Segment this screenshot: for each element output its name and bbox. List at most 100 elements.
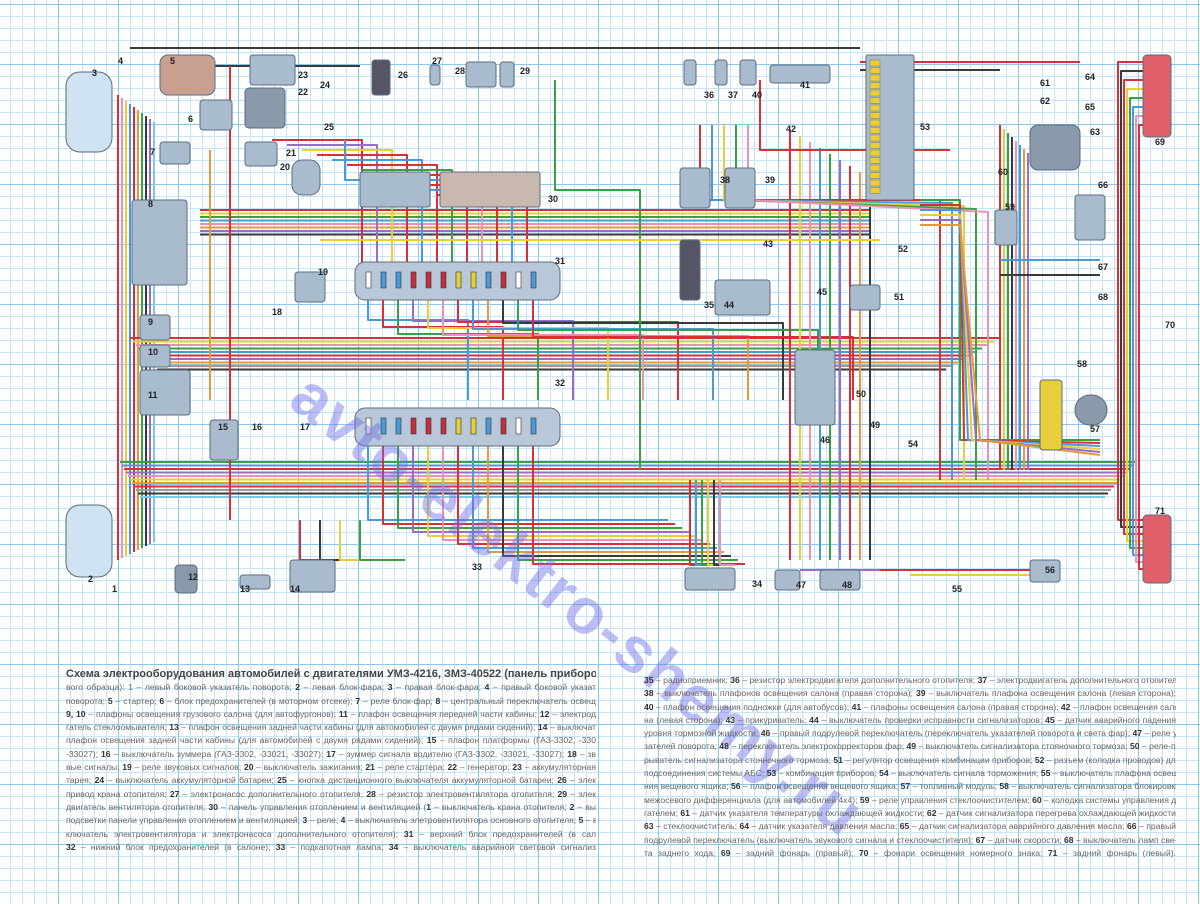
caption-line: 35 – радиоприемник; 36 – резистор электр…: [644, 675, 1176, 685]
connector-pin: [869, 97, 881, 104]
component-label-38: 38: [720, 175, 730, 185]
caption-line: плафон освещения задней части кабины (дл…: [66, 735, 596, 746]
caption-line: на (левая сторона); 43 – прикуриватель; …: [644, 714, 1176, 725]
wire-purple: [412, 300, 574, 400]
fuse: [380, 271, 387, 289]
component-label-52: 52: [898, 244, 908, 254]
caption-line: 63 – стеклоочиститель; 64 – датчик указа…: [644, 821, 1176, 832]
battery: [249, 54, 296, 86]
fuse: [380, 417, 387, 435]
component-label-59: 59: [1005, 202, 1015, 212]
wire-red: [347, 164, 438, 262]
fuse: [425, 417, 432, 435]
connector-pin: [869, 172, 881, 179]
component-label-71: 71: [1155, 506, 1165, 516]
caption-line: ния вещевого ящика; 56 – плафон освещени…: [644, 781, 1176, 792]
headlight-relay: [159, 141, 191, 165]
wire-pink: [1135, 115, 1145, 563]
warning-test-switch: [714, 279, 771, 316]
connector-pin: [869, 164, 881, 172]
fuse: [455, 271, 462, 289]
wire-yellow: [427, 445, 696, 537]
fan-motor-29: [499, 61, 515, 88]
wire-red: [759, 80, 950, 151]
component-label-55: 55: [952, 584, 962, 594]
glovebox-lamp: [1029, 559, 1061, 583]
fuel-module: [1074, 394, 1108, 426]
cargo-lamp-10: [139, 344, 171, 368]
caption-right: 35 – радиоприемник; 36 – резистор электр…: [644, 674, 1176, 860]
component-label-41: 41: [800, 80, 810, 90]
fuse: [515, 271, 522, 289]
caption-left: Схема электрооборудования автомобилей с …: [66, 668, 596, 854]
wire-red: [457, 300, 679, 400]
wiper-relay: [994, 209, 1018, 246]
light-switch: [131, 199, 188, 286]
caption-line: подсоединения системы АБС; 53 – комбинац…: [644, 768, 1176, 779]
wire-red: [317, 154, 408, 262]
component-label-12: 12: [188, 572, 198, 582]
starter: [159, 54, 216, 96]
caption-line: вые сигналы; 19 – реле звуковых сигналов…: [66, 762, 596, 773]
connector-pin: [869, 59, 881, 67]
fuse: [485, 271, 492, 289]
caption-line: подсветки панели управления отоплением и…: [66, 815, 596, 826]
wire-red: [532, 445, 745, 565]
caption-line: 40 – плафон освещения подножки (для авто…: [644, 701, 1176, 712]
component-label-62: 62: [1040, 96, 1050, 106]
component-label-46: 46: [820, 435, 830, 445]
wire-red: [1123, 79, 1145, 535]
component-label-54: 54: [908, 439, 918, 449]
fuse: [425, 271, 432, 289]
connector-pin: [869, 179, 881, 187]
connector-pin: [869, 89, 881, 97]
wire-pink: [747, 125, 989, 480]
component-label-42: 42: [786, 124, 796, 134]
component-label-17: 17: [300, 422, 310, 432]
component-label-48: 48: [842, 580, 852, 590]
fuse: [500, 271, 507, 289]
right-rear-light: [1142, 54, 1172, 138]
component-label-70: 70: [1165, 320, 1175, 330]
caption-line: поворота; 5 – стартер; 6 – блок предохра…: [66, 695, 596, 706]
component-label-18: 18: [272, 307, 282, 317]
connector-pin: [869, 112, 881, 119]
cabin-lamp: [139, 369, 191, 416]
component-label-24: 24: [320, 80, 330, 90]
fuse: [365, 417, 372, 435]
interior-switch-38: [679, 167, 711, 209]
rear-cabin-lamp: [239, 574, 271, 590]
connector-pin: [869, 149, 881, 157]
component-label-27: 27: [432, 56, 442, 66]
component-label-16: 16: [252, 422, 262, 432]
dimmer: [849, 284, 881, 311]
component-label-23: 23: [298, 70, 308, 80]
wire-yellow: [302, 149, 393, 262]
starter-relay: [244, 141, 278, 167]
wire-black: [319, 520, 355, 561]
component-label-45: 45: [817, 287, 827, 297]
component-label-39: 39: [765, 175, 775, 185]
component-label-47: 47: [796, 580, 806, 590]
heater-control-panel: [439, 171, 541, 208]
wire-blue: [711, 125, 953, 480]
wire-red: [532, 300, 854, 400]
fuse: [365, 271, 372, 289]
caption-line: ключатель электровентилятора и электрона…: [66, 828, 596, 839]
wire-green: [517, 445, 738, 561]
headlight-corrector-switch: [819, 569, 861, 591]
horn-relay: [294, 271, 326, 303]
fuse: [515, 417, 522, 435]
component-label-57: 57: [1090, 424, 1100, 434]
connector-pin: [869, 134, 881, 142]
turn-relay: [774, 569, 801, 591]
components: [65, 54, 1172, 594]
connector-pin: [869, 127, 881, 134]
fuse: [455, 417, 462, 435]
left-headlight: [65, 504, 113, 578]
component-label-22: 22: [298, 87, 308, 97]
component-label-66: 66: [1098, 180, 1108, 190]
interior-switch-39: [724, 167, 756, 209]
